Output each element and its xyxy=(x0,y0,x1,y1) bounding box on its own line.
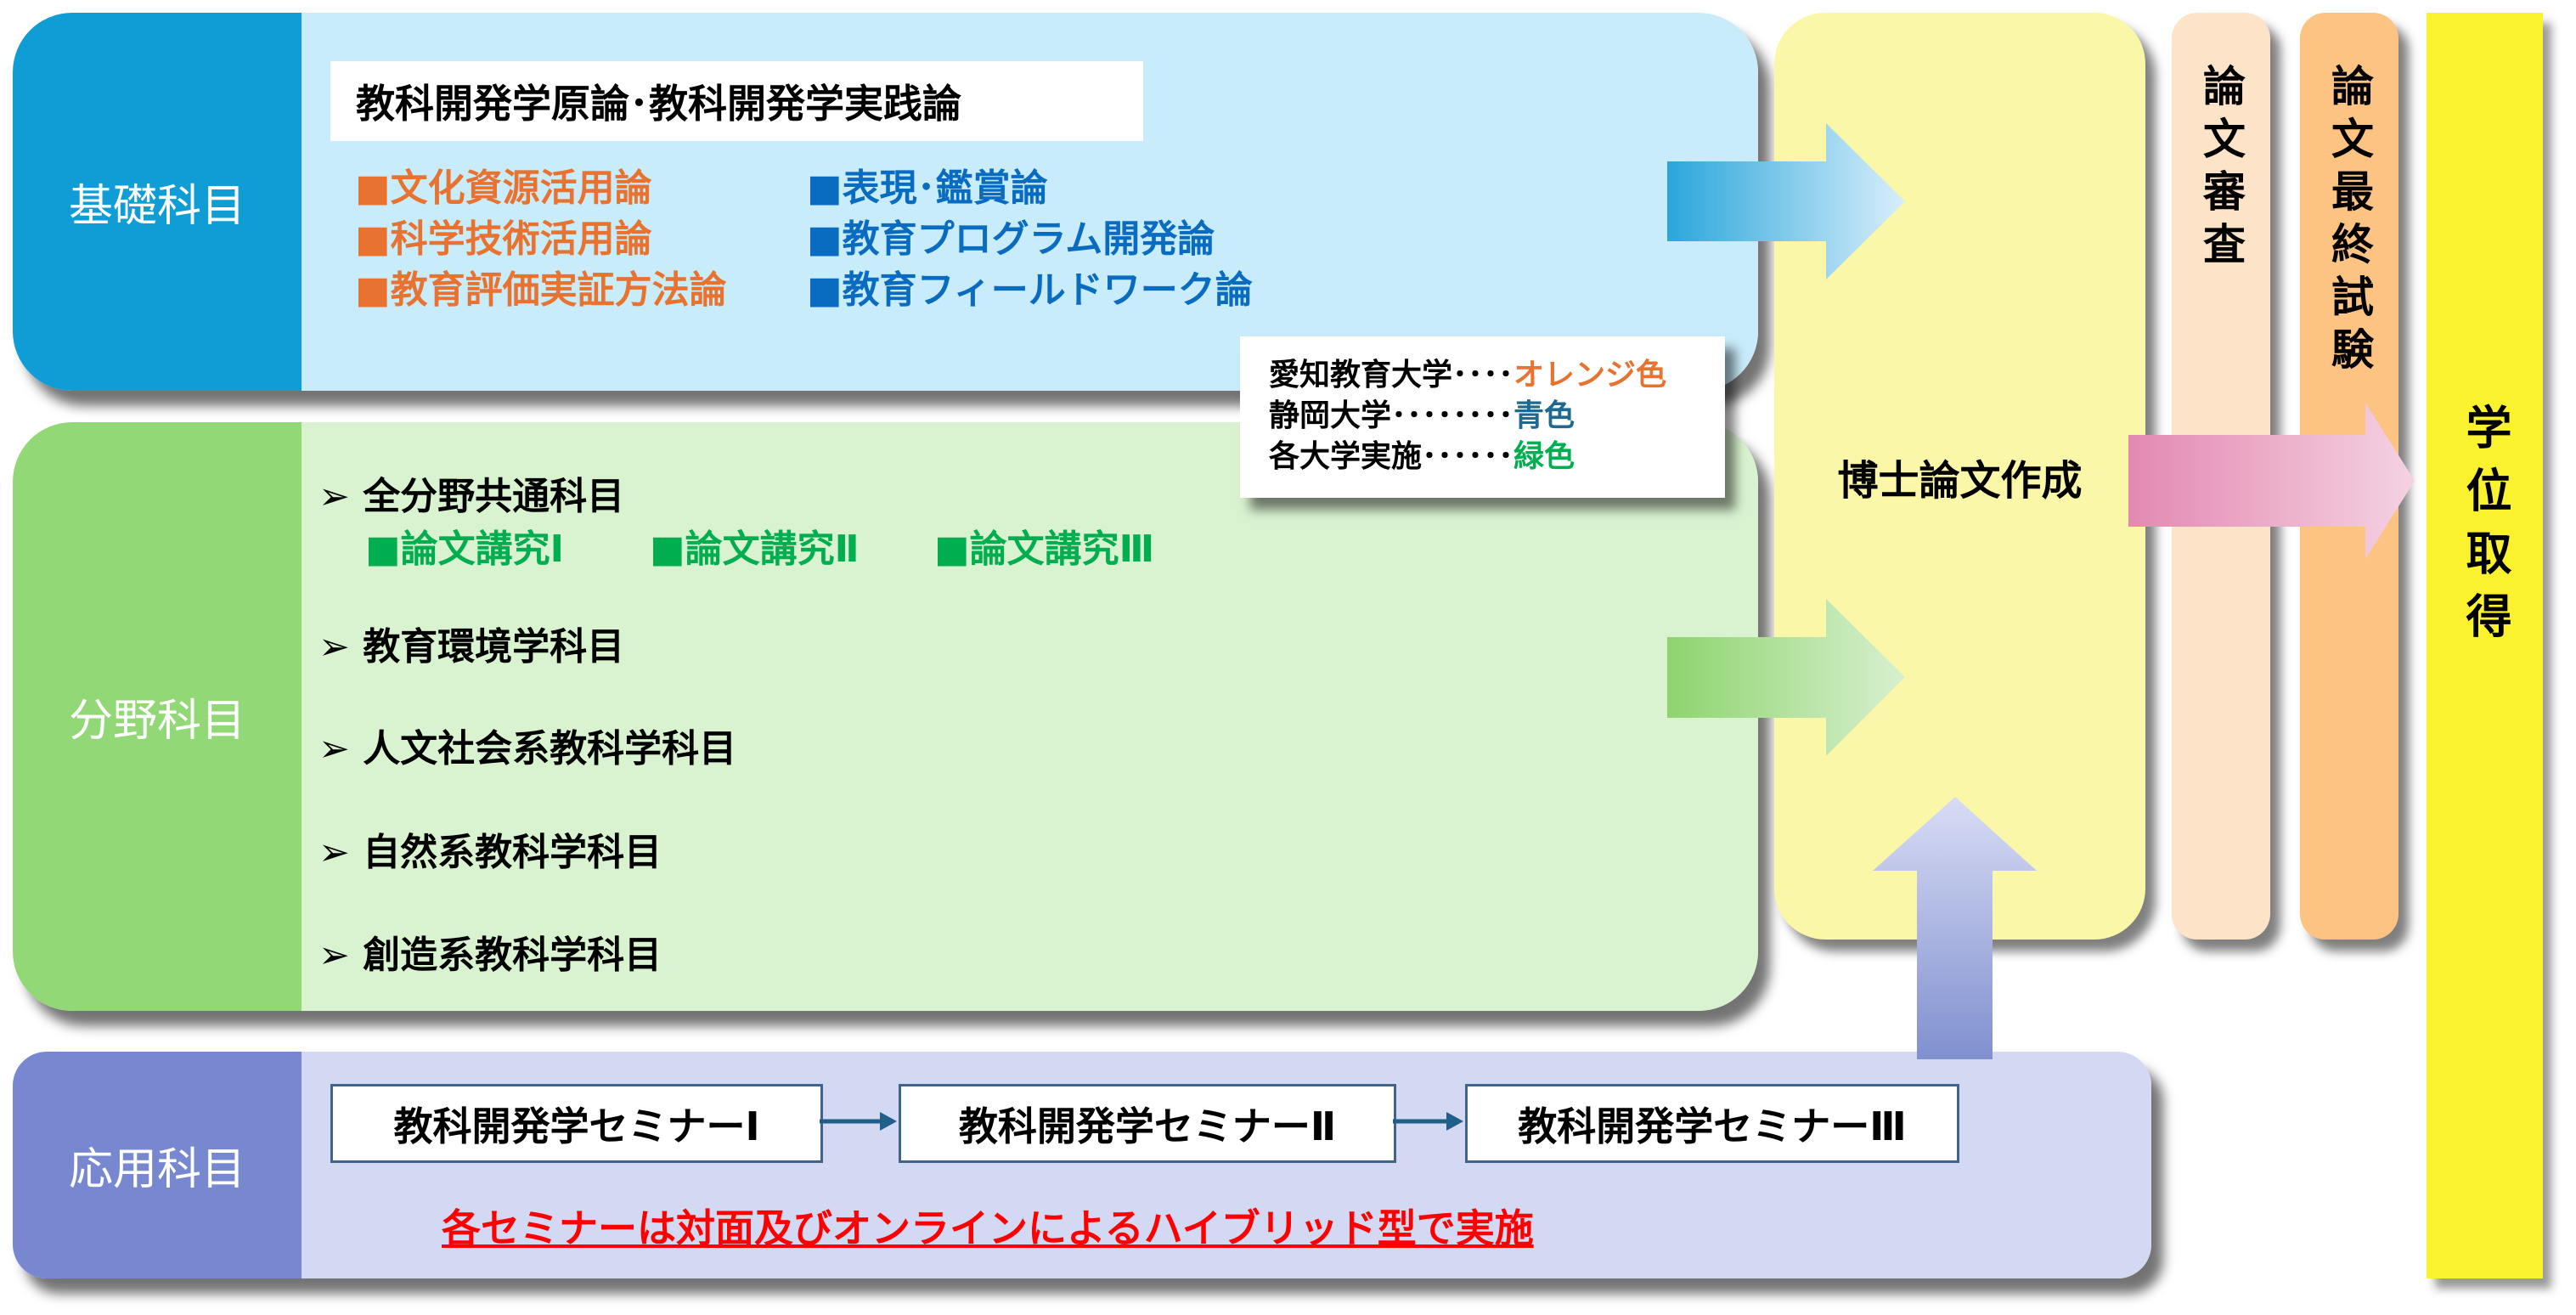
arrow-basic-to-thesis xyxy=(1667,123,1905,279)
seminar-2-box: 教科開発学セミナーⅡ xyxy=(899,1084,1396,1163)
arrow-thesis-to-degree xyxy=(2128,403,2415,559)
degree-label: 学位取得 xyxy=(2458,404,2511,655)
applied-subjects-label: 応用科目 xyxy=(13,1052,302,1278)
arrow-applied-to-thesis xyxy=(1873,797,2037,1059)
green-item: ■論文講究Ⅲ xyxy=(934,528,1155,571)
legend-row: 愛知教育大学････オレンジ色 xyxy=(1269,358,1667,392)
thesis-review-label: 論文審査 xyxy=(2196,64,2246,274)
field-subjects-panel: 分野科目 xyxy=(13,422,1758,1011)
degree-box: 学位取得 xyxy=(2427,13,2543,1278)
color-legend: 愛知教育大学････オレンジ色 静岡大学････････青色 各大学実施････… xyxy=(1240,336,1725,498)
blue-item: ■教育プログラム開発論 xyxy=(807,217,1215,261)
field-subject: ➢ 人文社会系教科学科目 xyxy=(318,727,737,770)
orange-item: ■教育評価実証方法論 xyxy=(355,268,727,312)
field-subject: ➢ 自然系教科学科目 xyxy=(318,831,662,874)
arrow-field-to-thesis xyxy=(1667,599,1905,756)
seminar-3-box: 教科開発学セミナーⅢ xyxy=(1465,1084,1959,1163)
field-subjects-label: 分野科目 xyxy=(13,422,302,1011)
legend-row: 各大学実施･･････緑色 xyxy=(1269,439,1575,474)
orange-item: ■科学技術活用論 xyxy=(355,217,652,261)
basic-subjects-label: 基礎科目 xyxy=(13,13,302,391)
green-item: ■論文講究Ⅰ xyxy=(365,528,564,571)
field-subject: ➢ 教育環境学科目 xyxy=(318,625,625,669)
common-subjects: ➢ 全分野共通科目 xyxy=(318,475,625,518)
hybrid-note: 各セミナーは対面及びオンラインによるハイブリッド型で実施 xyxy=(442,1205,1534,1251)
orange-item: ■文化資源活用論 xyxy=(355,166,652,210)
legend-row: 静岡大学････････青色 xyxy=(1269,398,1575,433)
blue-item: ■教育フィールドワーク論 xyxy=(807,268,1253,312)
final-exam-label: 論文最終試験 xyxy=(2325,64,2374,380)
seminar-1-box: 教科開発学セミナーⅠ xyxy=(330,1084,823,1163)
blue-item: ■表現･鑑賞論 xyxy=(807,166,1048,210)
basic-title-box: 教科開発学原論･教科開発学実践論 xyxy=(330,61,1143,141)
field-subject: ➢ 創造系教科学科目 xyxy=(318,934,662,977)
green-item: ■論文講究Ⅱ xyxy=(650,528,860,571)
